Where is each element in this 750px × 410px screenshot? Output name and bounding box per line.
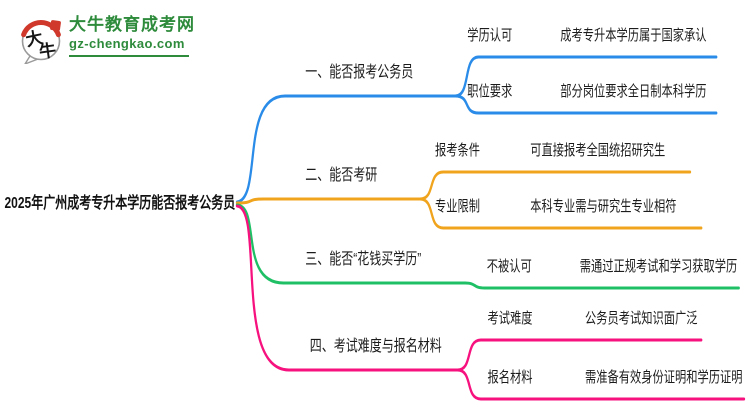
branch-2-child-2-detail: 本科专业需与研究生专业相符 [530,198,677,215]
branch-1-line [235,94,457,204]
branch-1-child-2-detail: 部分岗位要求全日制本科学历 [560,83,707,100]
branch-4-child-2-line [456,368,746,401]
logo-char-da: 大 [24,27,45,50]
logo-site-domain: gz-chengkao.com [69,36,185,51]
logo-text-block: 大牛教育成考网 gz-chengkao.com [69,14,195,57]
branch-4-label: 四、考试难度与报名材料 [309,338,442,355]
branch-3-child-1-line [463,281,740,290]
logo-seal [50,20,61,31]
branch-1-child-1-detail: 成考专升本学历属于国家承认 [560,27,707,44]
logo-char-niu: 牛 [38,40,58,62]
branch-1-child-1-label: 学历认可 [467,27,513,44]
branch-1-child-2-label: 职位要求 [467,83,513,100]
branch-4-child-2-detail: 需准备有效身份证明和学历证明 [585,369,743,386]
site-logo[interactable]: 大 牛 大牛教育成考网 gz-chengkao.com [18,14,195,64]
branch-2-label: 二、能否考研 [305,167,378,184]
branch-2-child-2-label: 专业限制 [435,198,481,215]
mindmap-root-topic: 2025年广州成考专升本学历能否报考公务员 [4,195,236,212]
branch-3-label: 三、能否“花钱买学历” [305,251,422,268]
branch-1-label: 一、能否报考公务员 [305,64,414,81]
branch-4-line [235,204,459,372]
branch-4-child-2-label: 报名材料 [487,369,533,386]
branch-4-child-1-label: 考试难度 [487,310,533,327]
branch-2-child-1-detail: 可直接报考全国统招研究生 [530,142,666,159]
logo-bubble-icon: 大 牛 [21,20,61,64]
branch-2-child-1-line [418,170,692,201]
logo-site-name: 大牛教育成考网 [69,15,195,34]
branch-4-child-1-line [456,338,703,372]
branch-4-child-1-detail: 公务员考试知识面广泛 [585,310,698,327]
branch-1-child-2-line [454,94,718,115]
logo-underline [69,55,189,57]
branch-3-child-1-detail: 需通过正规考试和学习获取学历 [579,258,738,275]
branch-3-child-1-label: 不被认可 [486,258,532,275]
branch-2-line [235,197,422,205]
branch-2-child-2-line [418,197,703,230]
branch-3-line [235,203,467,285]
branch-2-child-1-label: 报考条件 [435,142,481,159]
branch-1-child-1-line [454,55,718,98]
